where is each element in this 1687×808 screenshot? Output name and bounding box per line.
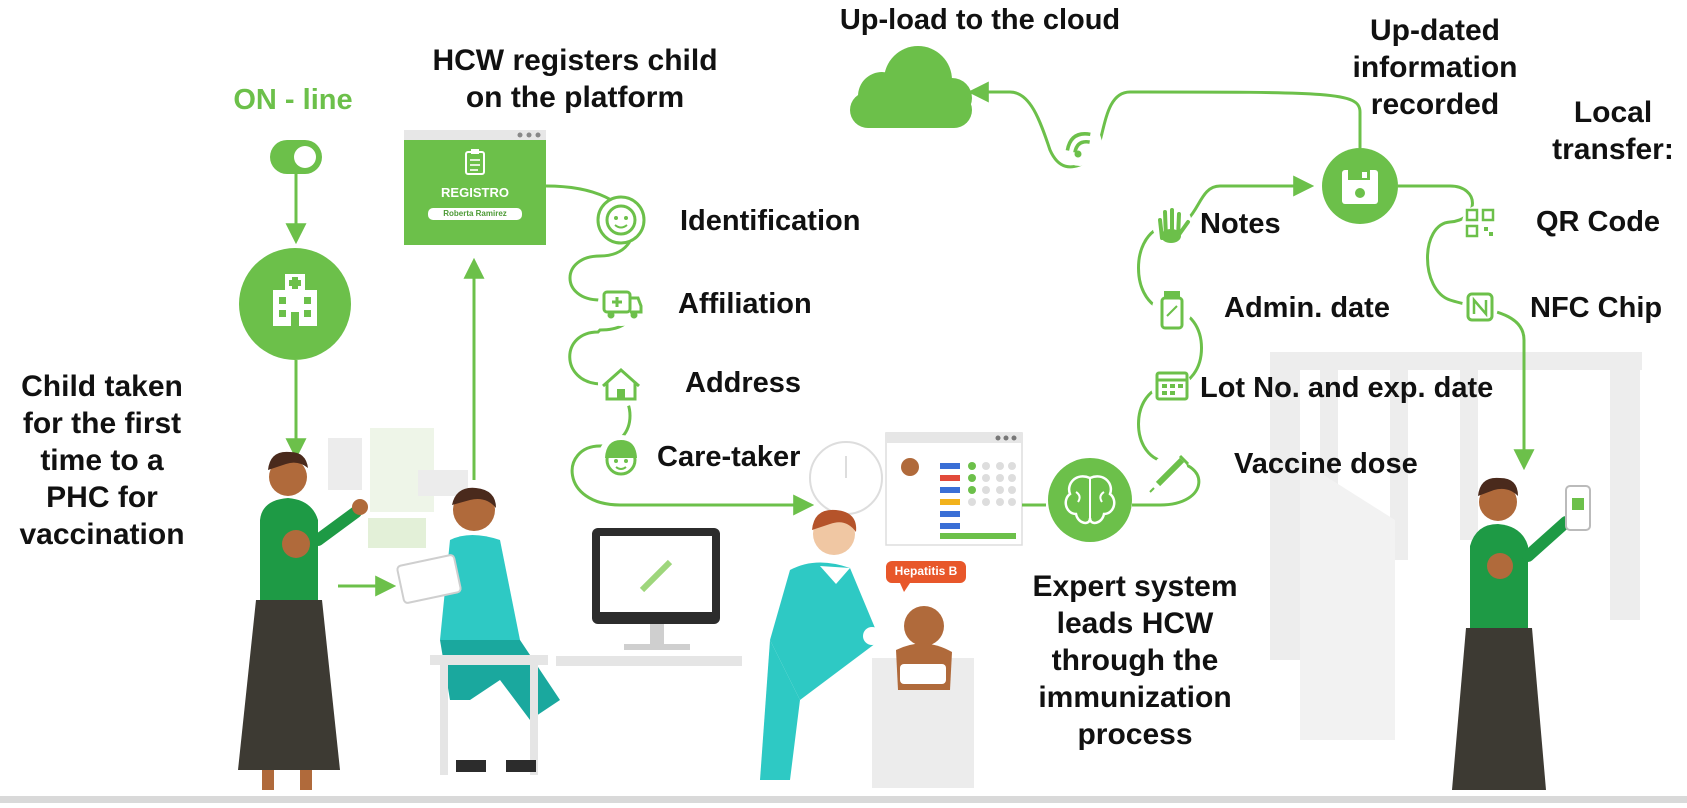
- field-admin-date: Admin. date: [1224, 292, 1390, 324]
- clipboard-icon: [465, 149, 485, 175]
- child-taken-line: Child taken: [21, 370, 183, 403]
- field-notes: Notes: [1200, 208, 1281, 240]
- hand-icon: [1152, 204, 1192, 244]
- vial-icon: [1152, 289, 1192, 330]
- local-transfer-line: Local: [1573, 96, 1653, 129]
- mother-figure: [238, 451, 368, 790]
- toggle-icon: [270, 140, 322, 174]
- updated-info-line: information: [1352, 51, 1518, 84]
- baby-face-icon: [596, 195, 646, 245]
- registro-card: [404, 130, 546, 245]
- hcw-registers-line: HCW registers child: [432, 44, 718, 77]
- field-vaccine-dose: Vaccine dose: [1234, 448, 1418, 480]
- paper-sheet: [328, 438, 362, 490]
- expert-system-line: through the: [1051, 644, 1219, 677]
- paper-sheet: [368, 518, 426, 548]
- online-label: ON - line: [233, 84, 353, 116]
- calendar-icon: [1151, 366, 1191, 406]
- floppy-disk-icon: [1322, 148, 1398, 224]
- registro-title: REGISTRO: [441, 185, 509, 200]
- field-address: Address: [685, 367, 802, 399]
- updated-info-line: recorded: [1370, 88, 1500, 121]
- transfer-nfc-chip: NFC Chip: [1530, 292, 1663, 324]
- field-lot-no: Lot No. and exp. date: [1200, 372, 1494, 404]
- expert-system-line: leads HCW: [1056, 607, 1214, 640]
- field-affiliation: Affiliation: [678, 288, 812, 320]
- child-taken-label: Child taken for the first time to a PHC …: [2, 368, 202, 553]
- syringe-icon: [1149, 454, 1190, 493]
- local-transfer-label: Local transfer:: [1538, 94, 1687, 168]
- checklist-screen: [885, 432, 1023, 546]
- hepatitis-badge-text: Hepatitis B: [894, 564, 958, 578]
- ground-line: [0, 796, 1687, 803]
- upload-cloud-label: Up-load to the cloud: [839, 4, 1121, 36]
- updated-info-label: Up-dated information recorded: [1330, 12, 1540, 123]
- nfc-icon: [1462, 289, 1498, 325]
- expert-system-line: Expert system: [1032, 570, 1238, 603]
- clock-icon: [809, 441, 883, 515]
- hepatitis-badge: [886, 561, 966, 592]
- monitor-icon: [556, 528, 742, 666]
- hcw-registers-line: on the platform: [465, 81, 685, 114]
- updated-info-line: Up-dated: [1370, 14, 1500, 47]
- upload-path: [967, 81, 1362, 169]
- cloud-icon: [850, 46, 972, 128]
- expert-system-line: immunization: [1038, 681, 1232, 714]
- child-taken-line: PHC for: [46, 481, 158, 514]
- child-taken-line: vaccination: [19, 518, 185, 551]
- wifi-icon: [1058, 122, 1102, 166]
- mother-right-figure: [1452, 477, 1591, 790]
- child-taken-line: time to a: [40, 444, 164, 477]
- transfer-qr-code: QR Code: [1536, 206, 1661, 238]
- hcw-nurse-figure: [396, 470, 560, 775]
- ambulance-icon: [598, 280, 644, 326]
- field-caretaker: Care-taker: [657, 441, 801, 473]
- qr-code-icon: [1462, 205, 1498, 241]
- expert-system-label: Expert system leads HCW through the immu…: [1000, 568, 1270, 753]
- hcw-registers-label: HCW registers child on the platform: [405, 42, 745, 116]
- field-identification: Identification: [680, 205, 861, 237]
- baby-patient-figure: [872, 606, 974, 788]
- expert-system-line: process: [1077, 718, 1193, 751]
- registro-name: Roberta Ramirez: [443, 209, 507, 218]
- building-silhouette: [1270, 352, 1642, 740]
- hospital-icon: [239, 248, 351, 360]
- brain-icon: [1048, 458, 1132, 542]
- registration-path: [545, 184, 815, 516]
- local-transfer-path: [1398, 184, 1535, 471]
- tablet-icon: [396, 554, 462, 604]
- house-icon: [598, 361, 644, 407]
- caretaker-face-icon: [598, 435, 644, 481]
- child-taken-line: for the first: [22, 407, 182, 440]
- local-transfer-line: transfer:: [1552, 133, 1674, 166]
- doctor-figure: [760, 509, 881, 780]
